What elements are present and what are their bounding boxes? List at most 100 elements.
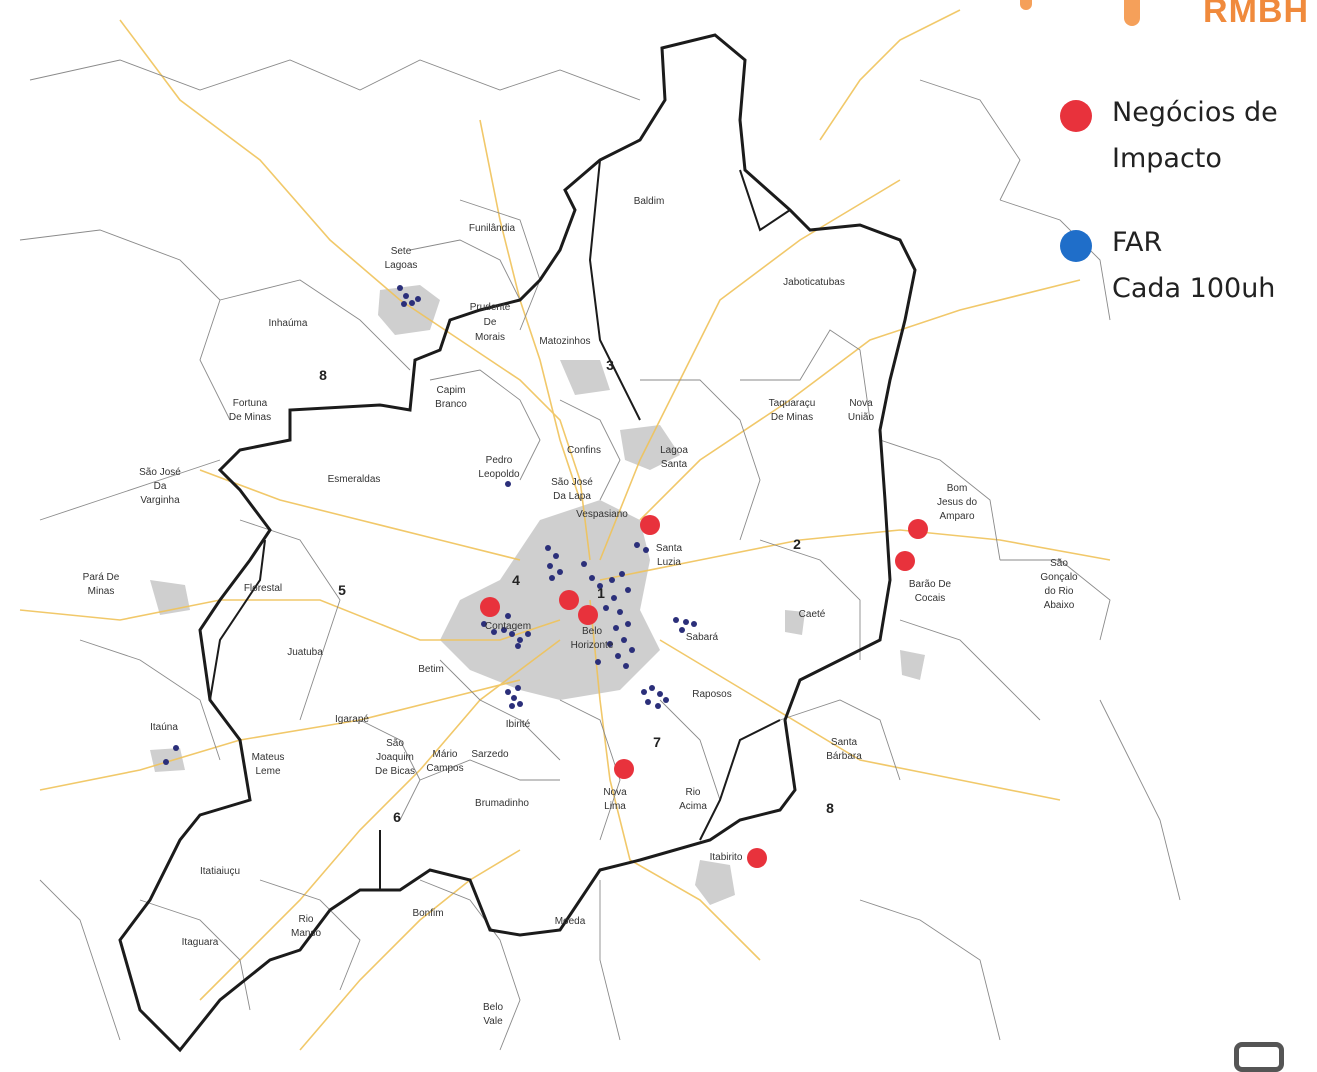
legend: Negócios de Impacto FAR Cada 100uh — [1058, 90, 1308, 312]
place-label: São José — [551, 477, 593, 488]
logo-mark-small — [1020, 0, 1032, 10]
far-dot — [545, 545, 551, 551]
place-label: Nova — [603, 787, 627, 798]
place-labels: Baldim Funilândia Sete Lagoas Jaboticatu… — [83, 196, 1078, 1027]
place-label: Acima — [679, 801, 707, 812]
place-label: Santa — [831, 737, 858, 748]
far-dot — [625, 621, 631, 627]
place-label: Pedro — [486, 455, 513, 466]
urban-areas — [150, 285, 925, 905]
impact-markers — [480, 515, 928, 868]
far-dot — [589, 575, 595, 581]
far-dot — [683, 619, 689, 625]
legend-far: FAR Cada 100uh — [1058, 220, 1308, 312]
place-label: Nova — [849, 398, 873, 409]
place-label: Barão De — [909, 579, 952, 590]
far-dot — [679, 627, 685, 633]
place-label: Ibirité — [506, 719, 531, 730]
place-label: Amparo — [939, 511, 974, 522]
place-label: Igarapé — [335, 714, 369, 725]
place-label: Lagoas — [385, 260, 418, 271]
far-dot — [549, 575, 555, 581]
place-label: Funilândia — [469, 223, 516, 234]
zone-numbers: 3 8 2 4 1 5 7 6 8 — [319, 357, 834, 825]
place-label: Mário — [432, 749, 457, 760]
far-dot — [643, 547, 649, 553]
place-label: Florestal — [244, 583, 282, 594]
zone-number: 8 — [319, 367, 327, 383]
far-dot — [663, 697, 669, 703]
corner-widget[interactable] — [1234, 1042, 1284, 1072]
far-dot — [491, 629, 497, 635]
far-dot — [525, 631, 531, 637]
place-label: Santa — [661, 459, 688, 470]
far-dot — [603, 605, 609, 611]
far-dot — [581, 561, 587, 567]
place-label: Lagoa — [660, 445, 688, 456]
far-dot — [629, 647, 635, 653]
place-label: Da — [154, 481, 167, 492]
place-label: Leopoldo — [478, 469, 520, 480]
far-dot — [481, 621, 487, 627]
legend-impact-line2: Impacto — [1112, 143, 1222, 174]
far-dot — [509, 703, 515, 709]
place-label: Itaguara — [182, 937, 219, 948]
far-dot — [501, 627, 507, 633]
far-dot — [553, 553, 559, 559]
place-label: Joaquim — [376, 752, 414, 763]
place-label: Belo — [582, 626, 602, 637]
impact-marker — [559, 590, 579, 610]
place-label: Pará De — [83, 572, 120, 583]
place-label: Betim — [418, 664, 444, 675]
zone-number: 8 — [826, 800, 834, 816]
place-label: Moeda — [555, 916, 586, 927]
far-dot — [613, 625, 619, 631]
place-label: Cocais — [915, 593, 946, 604]
place-label: Juatuba — [287, 647, 323, 658]
impact-marker — [908, 519, 928, 539]
place-label: Jesus do — [937, 497, 977, 508]
far-dot — [557, 569, 563, 575]
legend-impact-line1: Negócios de — [1112, 97, 1278, 128]
zone-number: 7 — [653, 734, 661, 750]
far-dot — [511, 695, 517, 701]
impact-marker — [640, 515, 660, 535]
place-label: Prudente — [470, 302, 511, 313]
far-dot — [173, 745, 179, 751]
place-label: Sete — [391, 246, 412, 257]
place-label: Brumadinho — [475, 798, 529, 809]
place-label: Mateus — [252, 752, 285, 763]
far-dot — [645, 699, 651, 705]
far-dot — [415, 296, 421, 302]
far-dot — [509, 631, 515, 637]
zone-number: 2 — [793, 536, 801, 552]
place-label: Jaboticatubas — [783, 277, 845, 288]
far-dot — [505, 613, 511, 619]
far-dot — [505, 481, 511, 487]
place-label: Abaixo — [1044, 600, 1075, 611]
place-label: Manso — [291, 928, 321, 939]
place-label: Morais — [475, 332, 505, 343]
far-dot — [619, 571, 625, 577]
place-label: Matozinhos — [539, 336, 590, 347]
place-label: Esmeraldas — [328, 474, 381, 485]
place-label: Sarzedo — [471, 749, 509, 760]
place-label: Inhaúma — [269, 318, 308, 329]
place-label: do Rio — [1045, 586, 1074, 597]
municipal-boundaries — [19, 59, 1181, 1051]
place-label: De — [484, 317, 497, 328]
place-label: Varginha — [140, 495, 180, 506]
legend-impact: Negócios de Impacto — [1058, 90, 1308, 182]
place-label: De Minas — [771, 412, 813, 423]
far-dot — [615, 653, 621, 659]
place-label: São José — [139, 467, 181, 478]
far-dot — [625, 587, 631, 593]
far-dot — [515, 643, 521, 649]
place-label: Luzia — [657, 557, 681, 568]
zone-number: 6 — [393, 809, 401, 825]
zone-number: 4 — [512, 572, 520, 588]
place-label: Gonçalo — [1040, 572, 1078, 583]
far-dot — [505, 689, 511, 695]
place-label: Campos — [426, 763, 463, 774]
impact-marker — [614, 759, 634, 779]
